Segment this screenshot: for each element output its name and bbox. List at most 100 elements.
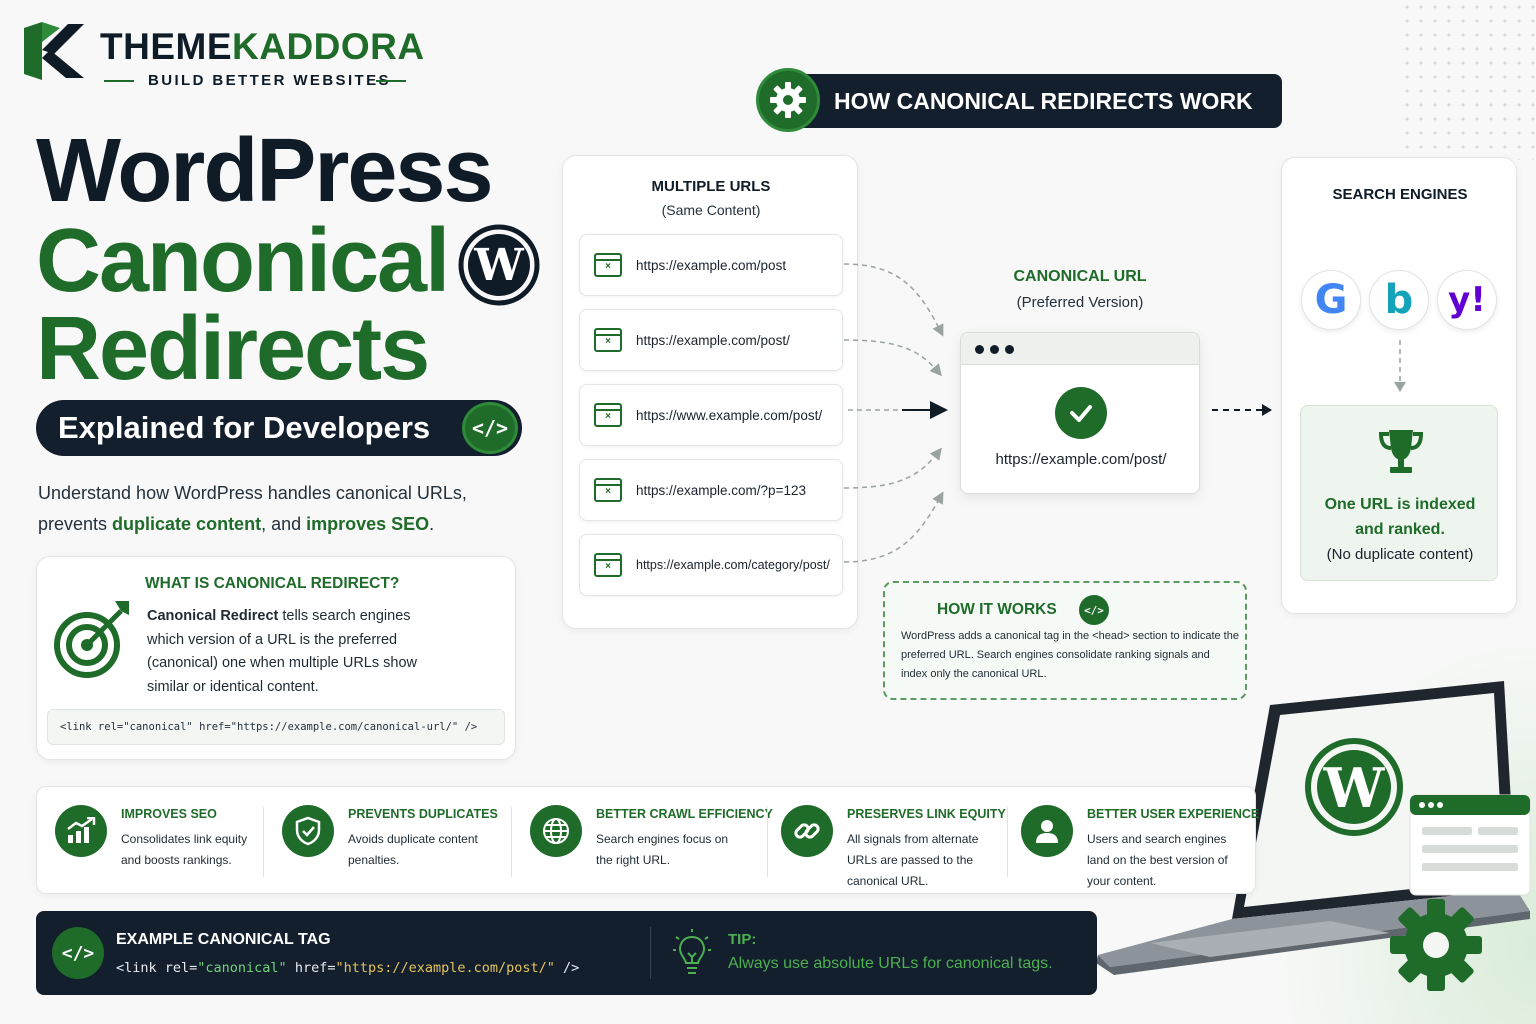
canonical-title: CANONICAL URL [1013,268,1147,285]
canonical-browser-window: https://example.com/post/ [960,332,1200,494]
subtitle-banner-text: Explained for Developers [58,410,431,445]
shield-check-icon [282,805,334,857]
indexed-result-box: One URL is indexed and ranked. (No dupli… [1300,405,1498,581]
svg-text:W: W [473,240,524,291]
benefit-text: Users and search engines land on the bes… [1087,832,1228,888]
multiple-urls-subtitle: (Same Content) [661,202,761,218]
benefit-divider [1007,807,1008,877]
benefits-strip: IMPROVES SEO Consolidates link equity an… [36,786,1259,897]
brand-tag-line-right [376,80,406,82]
intro-and: , and [261,514,307,534]
what-is-code-box: <link rel="canonical" href="https://exam… [47,709,505,745]
benefit-link-equity: PRESERVES LINK EQUITY All signals from a… [781,787,1006,897]
example-tag-bar: </> EXAMPLE CANONICAL TAG <link rel="can… [36,911,1097,995]
code-icon: </> [52,927,104,979]
growth-chart-icon [55,805,107,857]
benefit-title: PREVENTS DUPLICATES [348,807,498,821]
what-is-text: tells search engines which version of a … [147,608,417,695]
window-dot-icon [990,345,999,354]
gear-icon [756,68,820,132]
benefit-prevents-duplicates: PREVENTS DUPLICATES Avoids duplicate con… [282,787,507,897]
benefit-divider [767,807,768,877]
subtitle-banner: Explained for Developers [36,400,522,456]
brand-tagline: BUILD BETTER WEBSITES [148,72,391,89]
benefit-text: Avoids duplicate content penalties. [348,832,478,867]
code-close: /> [554,960,580,976]
code-href-value: "https://example.com/post/" [335,960,555,976]
url-row[interactable]: × https://example.com/?p=123 [579,459,843,521]
how-header-banner: HOW CANONICAL REDIRECTS WORK [780,74,1282,128]
result-line1: One URL is indexed [1324,496,1476,513]
what-is-heading: WHAT IS CANONICAL REDIRECT? [145,575,400,592]
url-text: https://www.example.com/post/ [636,407,823,423]
search-engines-title: SEARCH ENGINES [1332,186,1468,203]
tip-text: Always use absolute URLs for canonical t… [728,955,1053,972]
what-is-card: WHAT IS CANONICAL REDIRECT? Canonical Re… [36,556,516,760]
bing-b-glyph: b [1384,277,1414,323]
title-canonical: Canonical [36,211,450,311]
url-row[interactable]: × https://example.com/post/ [579,309,843,371]
canonical-subtitle: (Preferred Version) [1016,294,1144,311]
wordpress-logo-icon: W [458,224,540,306]
what-is-bold: Canonical Redirect [147,608,279,624]
benefit-user-experience: BETTER USER EXPERIENCE Users and search … [1021,787,1259,897]
bing-icon[interactable]: b [1369,270,1429,330]
url-row[interactable]: × https://example.com/category/post/ [579,534,843,596]
url-text: https://example.com/?p=123 [636,482,806,498]
example-title: EXAMPLE CANONICAL TAG [116,931,331,948]
benefit-title: PRESERVES LINK EQUITY [847,807,1006,821]
brand-name-theme: THEME [100,26,232,67]
browser-window-icon: × [594,478,622,502]
result-line2: and ranked. [1355,521,1445,538]
benefit-divider [511,807,512,877]
brand-name: THEMEKADDORA [100,28,425,65]
url-row[interactable]: × https://www.example.com/post/ [579,384,843,446]
intro-line1: Understand how WordPress handles canonic… [38,483,467,503]
redirect-arrows [843,263,948,563]
user-icon [1021,805,1073,857]
benefit-text: All signals from alternate URLs are pass… [847,832,979,888]
title-redirects: Redirects [36,299,430,399]
yahoo-y-glyph: y! [1448,280,1486,320]
code-href-attr: href= [286,960,336,976]
how-header-text: HOW CANONICAL REDIRECTS WORK [834,87,1253,114]
window-dot-icon [1005,345,1014,354]
window-dot-icon [975,345,984,354]
url-text: https://example.com/category/post/ [636,558,830,572]
svg-text:W: W [1323,756,1386,820]
browser-window-icon: × [594,253,622,277]
google-g-glyph: G [1314,277,1348,323]
dot-grid-decoration [1400,0,1536,160]
title-wordpress: WordPress [36,121,494,221]
benefit-text: Consolidates link equity and boosts rank… [121,832,248,867]
code-icon: </> [462,402,518,454]
code-icon: </> [1079,595,1109,625]
what-is-code: <link rel="canonical" href="https://exam… [60,721,478,733]
benefit-title: BETTER USER EXPERIENCE [1087,807,1260,821]
google-icon[interactable]: G [1301,270,1361,330]
browser-window-icon: × [594,328,622,352]
multiple-urls-panel: MULTIPLE URLS (Same Content) × https://e… [562,155,858,629]
tip-divider [650,927,651,979]
brand-logo[interactable]: THEMEKADDORA BUILD BETTER WEBSITES [20,20,424,90]
url-text: https://example.com/post/ [636,332,790,348]
link-chain-icon [781,805,833,857]
code-open: <link rel= [116,960,198,976]
benefit-text: Search engines focus on the right URL. [596,832,729,867]
url-row[interactable]: × https://example.com/post [579,234,843,296]
how-it-works-title: HOW IT WORKS [937,601,1057,618]
result-line3: (No duplicate content) [1326,546,1474,563]
intro-duplicate-content: duplicate content [112,514,262,534]
yahoo-icon[interactable]: y! [1437,270,1497,330]
multiple-urls-title: MULTIPLE URLS [651,178,771,195]
browser-title-bar [961,333,1199,365]
target-icon [54,601,129,678]
globe-icon [530,805,582,857]
intro-prevents: prevents [38,514,113,534]
trophy-icon [1378,430,1424,473]
arrow-to-search-engines [1212,404,1272,416]
what-is-description: Canonical Redirect tells search engines … [147,605,437,699]
brand-tag-line-left [104,80,134,82]
browser-window-icon: × [594,553,622,577]
intro-improves-seo: improves SEO [306,514,430,534]
